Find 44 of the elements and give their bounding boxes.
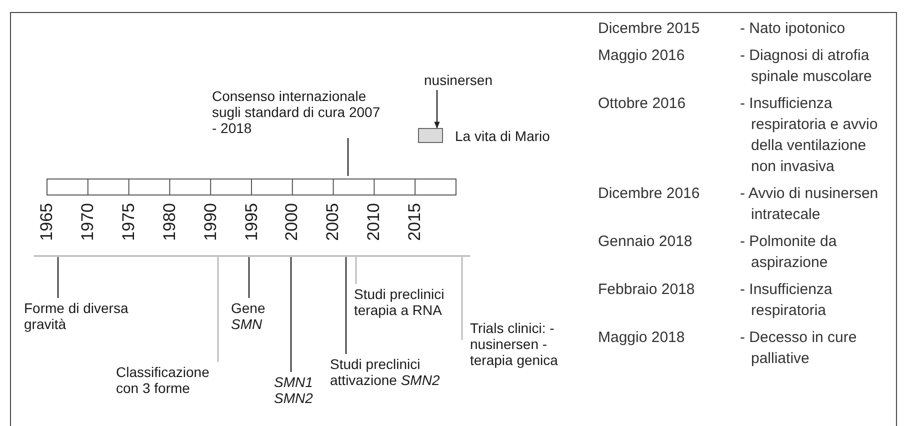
leader-line (57, 257, 59, 298)
event-label: Classificazione con 3 forme (116, 364, 226, 396)
leader-line (248, 257, 250, 298)
event-description: - Polmonite da aspirazione (740, 232, 838, 273)
leader-line (217, 257, 219, 362)
year-label: 1975 (118, 203, 139, 241)
date-label: Dicembre 2016 (598, 184, 700, 204)
leader-line (355, 257, 357, 284)
leader-line (290, 257, 292, 372)
note-text: Consenso internazionale sugli standard di cura 2007 - 2018 (212, 88, 384, 136)
arrow (434, 90, 440, 129)
legend-label: La vita di Mario (455, 128, 550, 144)
event-label: Trials clinici: - nusinersen - terapia genica (462, 320, 570, 368)
year-label: 1990 (200, 203, 221, 241)
event-description: - Nato ipotonico (740, 19, 846, 39)
event-description: - Decesso in cure palliative (740, 328, 858, 369)
leader-line (347, 138, 349, 176)
annotation-text: nusinersen (424, 72, 514, 88)
leader-line (461, 257, 463, 340)
event-label: Studi preclinici terapia a RNA (354, 286, 469, 318)
year-label: 1995 (242, 203, 262, 241)
event-label: Studi preclinici attivazione SMN2 (330, 356, 465, 388)
date-label: Gennaio 2018 (598, 232, 692, 252)
year-label: 2000 (282, 203, 302, 241)
date-label: Febbraio 2018 (598, 280, 695, 300)
leader-line (345, 257, 347, 354)
event-description: - Insufficienza respiratoria (740, 280, 834, 321)
year-label: 2015 (405, 203, 426, 241)
date-label: Maggio 2018 (598, 328, 685, 348)
year-label: 1970 (78, 203, 98, 241)
event-description: - Insufficienza respiratoria e avvio della ventilazione non invasiva (740, 94, 879, 177)
event-description: - Avvio di nusinersen intratecale (740, 184, 880, 225)
year-label: 1980 (160, 203, 180, 241)
event-description: - Diagnosi di atrofia spinale muscolare (740, 46, 873, 87)
legend-swatch (418, 128, 443, 143)
event-label: Gene SMN (231, 300, 291, 332)
year-label: 2005 (323, 203, 344, 241)
year-label: 1965 (37, 203, 57, 241)
date-label: Dicembre 2015 (598, 19, 700, 39)
date-label: Maggio 2016 (598, 46, 685, 66)
date-label: Ottobre 2016 (598, 94, 686, 114)
event-label: SMN1 SMN2 (274, 374, 324, 406)
event-label: Forme di diversa gravità (24, 300, 154, 332)
year-label: 2010 (364, 203, 384, 241)
